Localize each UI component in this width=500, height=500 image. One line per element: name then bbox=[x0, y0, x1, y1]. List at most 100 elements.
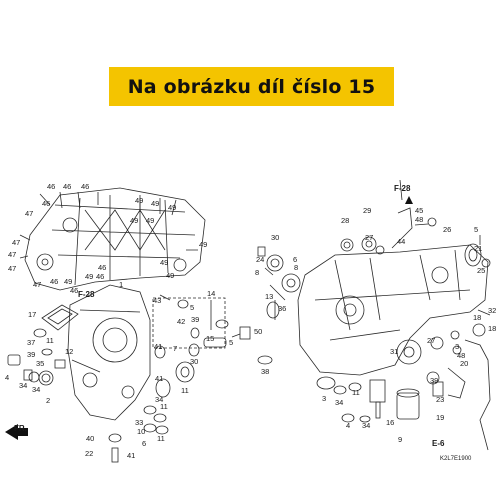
part-label: 24 bbox=[256, 255, 264, 264]
part-label: 26 bbox=[443, 225, 451, 234]
part-label: 41 bbox=[155, 374, 163, 383]
part-label: 18 bbox=[488, 324, 496, 333]
diagram-code: K2L7E1900 bbox=[440, 456, 472, 462]
ref-f28-top: F-28 bbox=[394, 184, 411, 193]
part-label: 3 bbox=[455, 342, 459, 351]
part-label: 39 bbox=[191, 315, 199, 324]
part-label: 25 bbox=[477, 266, 485, 275]
part-label: 11 bbox=[46, 336, 54, 345]
part-label: 46 bbox=[47, 182, 55, 191]
part-label: 31 bbox=[390, 347, 398, 356]
part-label: 19 bbox=[436, 413, 444, 422]
part-label: 49 bbox=[135, 196, 143, 205]
part-label: 11 bbox=[157, 434, 165, 443]
part-label: 32 bbox=[488, 306, 496, 315]
part-label: 47 bbox=[12, 238, 20, 247]
part-label: 27 bbox=[427, 336, 435, 345]
ref-e6: E-6 bbox=[432, 439, 445, 448]
part-label: 11 bbox=[181, 386, 189, 395]
part-label: 34 bbox=[32, 385, 40, 394]
part-label: 4 bbox=[346, 421, 350, 430]
part-label: 34 bbox=[19, 381, 27, 390]
part-label: 30 bbox=[190, 357, 198, 366]
part-label: 49 bbox=[85, 272, 93, 281]
crankcase-cover-frame bbox=[24, 187, 206, 291]
part-label: 49 bbox=[130, 216, 138, 225]
part-label: 1 bbox=[119, 280, 123, 289]
part-label: 11 bbox=[352, 388, 360, 397]
ref-front-arrow: FR. bbox=[14, 424, 27, 433]
part-label: 6 bbox=[142, 439, 146, 448]
part-label: 47 bbox=[8, 250, 16, 259]
part-label: 34 bbox=[155, 395, 163, 404]
part-label: 50 bbox=[254, 327, 262, 336]
part-label: 8 bbox=[294, 263, 298, 272]
part-label: 41 bbox=[127, 451, 135, 460]
part-label: 15 bbox=[206, 334, 214, 343]
part-label: 49 bbox=[199, 240, 207, 249]
part-label: 39 bbox=[430, 376, 438, 385]
part-label: 48 bbox=[415, 215, 423, 224]
part-label: 49 bbox=[166, 271, 174, 280]
part-label: 12 bbox=[65, 347, 73, 356]
part-label: 39 bbox=[27, 350, 35, 359]
banner-text: Na obrázku díl číslo 15 bbox=[127, 75, 376, 98]
part-label: 22 bbox=[85, 449, 93, 458]
part-label: 17 bbox=[28, 310, 36, 319]
part-label: 10 bbox=[137, 427, 145, 436]
part-label: 37 bbox=[27, 338, 35, 347]
part-labels: 46 46 46 47 46 47 47 47 47 46 49 46 49 4… bbox=[5, 182, 496, 460]
right-crankcase bbox=[297, 244, 489, 376]
part-label: 49 bbox=[64, 277, 72, 286]
part-label: 34 bbox=[362, 421, 370, 430]
part-label: 41 bbox=[154, 342, 162, 351]
part-label: 46 bbox=[70, 286, 78, 295]
part-label: 40 bbox=[86, 434, 94, 443]
part-label: 14 bbox=[207, 289, 215, 298]
ref-f28-left: F-28 bbox=[78, 290, 95, 299]
part-label: 43 bbox=[153, 296, 161, 305]
part-label: 18 bbox=[473, 313, 481, 322]
part-label: 20 bbox=[460, 359, 468, 368]
part-label: 21 bbox=[474, 244, 482, 253]
part-label: 36 bbox=[278, 304, 286, 313]
part-label: 49 bbox=[151, 199, 159, 208]
part-label: 46 bbox=[96, 272, 104, 281]
part-label: 47 bbox=[33, 280, 41, 289]
part-label: 33 bbox=[135, 418, 143, 427]
part-label: 46 bbox=[81, 182, 89, 191]
part-label: 34 bbox=[335, 398, 343, 407]
part-label: 47 bbox=[25, 209, 33, 218]
part-banner: Na obrázku díl číslo 15 bbox=[109, 67, 394, 106]
part-label: 45 bbox=[415, 206, 423, 215]
part-label: 16 bbox=[386, 418, 394, 427]
part-label: 29 bbox=[363, 206, 371, 215]
part-label: 49 bbox=[146, 216, 154, 225]
part-label: 49 bbox=[160, 258, 168, 267]
part-label: 42 bbox=[177, 317, 185, 326]
part-label: 23 bbox=[436, 395, 444, 404]
part-label: 30 bbox=[271, 233, 279, 242]
part-label: 49 bbox=[168, 203, 176, 212]
part-label: 27 bbox=[365, 233, 373, 242]
part-label: 3 bbox=[322, 394, 326, 403]
part-label: 38 bbox=[261, 367, 269, 376]
part-label: 46 bbox=[98, 263, 106, 272]
part-label: 2 bbox=[46, 396, 50, 405]
part-label: 35 bbox=[36, 359, 44, 368]
part-label: 47 bbox=[8, 264, 16, 273]
part-label: 48 bbox=[457, 351, 465, 360]
part-label: 5 bbox=[474, 225, 478, 234]
part-label: 46 bbox=[42, 199, 50, 208]
part-label: 7 bbox=[173, 344, 177, 353]
part-label: 5 bbox=[229, 338, 233, 347]
part-label: 44 bbox=[397, 237, 405, 246]
part-label: 8 bbox=[255, 268, 259, 277]
part-label: 11 bbox=[160, 402, 168, 411]
part-label: 4 bbox=[5, 373, 9, 382]
left-crankcase bbox=[67, 284, 151, 421]
part-label: 46 bbox=[50, 277, 58, 286]
part-label: 5 bbox=[190, 303, 194, 312]
part-label: 46 bbox=[63, 182, 71, 191]
